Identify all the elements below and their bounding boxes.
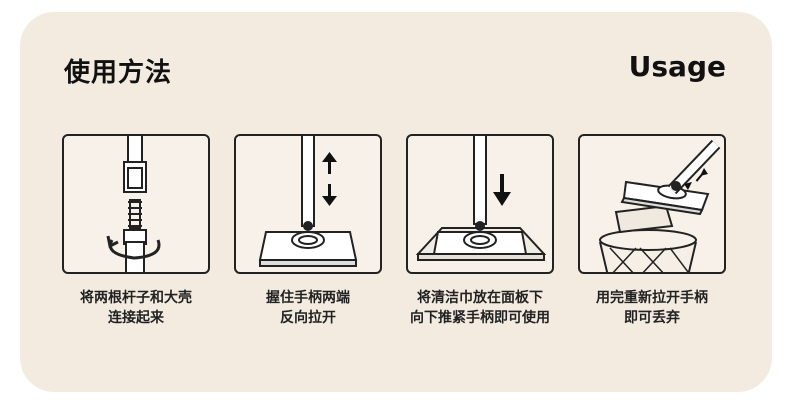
usage-card: 使用方法 Usage: [20, 12, 772, 392]
step-3: 将清洁巾放在面板下 向下推紧手柄即可使用: [406, 134, 554, 328]
step-1-caption-line1: 将两根杆子和大壳: [80, 290, 192, 306]
step-2-caption-line2: 反向拉开: [280, 310, 336, 326]
adjust-handle-icon: [258, 136, 358, 267]
step-1: 将两根杆子和大壳 连接起来: [62, 134, 210, 328]
step-4: 用完重新拉开手柄 即可丢弃: [578, 134, 726, 328]
step-2-panel: [234, 134, 382, 274]
step-3-caption: 将清洁巾放在面板下 向下推紧手柄即可使用: [406, 288, 554, 328]
step-1-panel: [62, 134, 210, 274]
step-2-caption-line1: 握住手柄两端: [266, 290, 350, 306]
page-title: 使用方法: [64, 58, 173, 88]
step-2-caption: 握住手柄两端 反向拉开: [234, 288, 382, 328]
page-title-english: Usage: [628, 50, 726, 83]
place-wipe-icon: [415, 136, 547, 261]
step-4-panel: [578, 134, 726, 274]
step-4-caption-line1: 用完重新拉开手柄: [596, 290, 708, 306]
discard-wipe-icon: [599, 139, 721, 272]
step-4-caption: 用完重新拉开手柄 即可丢弃: [578, 288, 726, 328]
step-3-caption-line1: 将清洁巾放在面板下: [417, 290, 543, 306]
step-1-caption-line2: 连接起来: [108, 310, 164, 326]
connect-rods-icon: [106, 136, 161, 272]
step-2: 握住手柄两端 反向拉开: [234, 134, 382, 328]
step-3-caption-line2: 向下推紧手柄即可使用: [410, 310, 550, 326]
step-4-caption-line2: 即可丢弃: [624, 310, 680, 326]
step-1-caption: 将两根杆子和大壳 连接起来: [62, 288, 210, 328]
step-3-panel: [406, 134, 554, 274]
